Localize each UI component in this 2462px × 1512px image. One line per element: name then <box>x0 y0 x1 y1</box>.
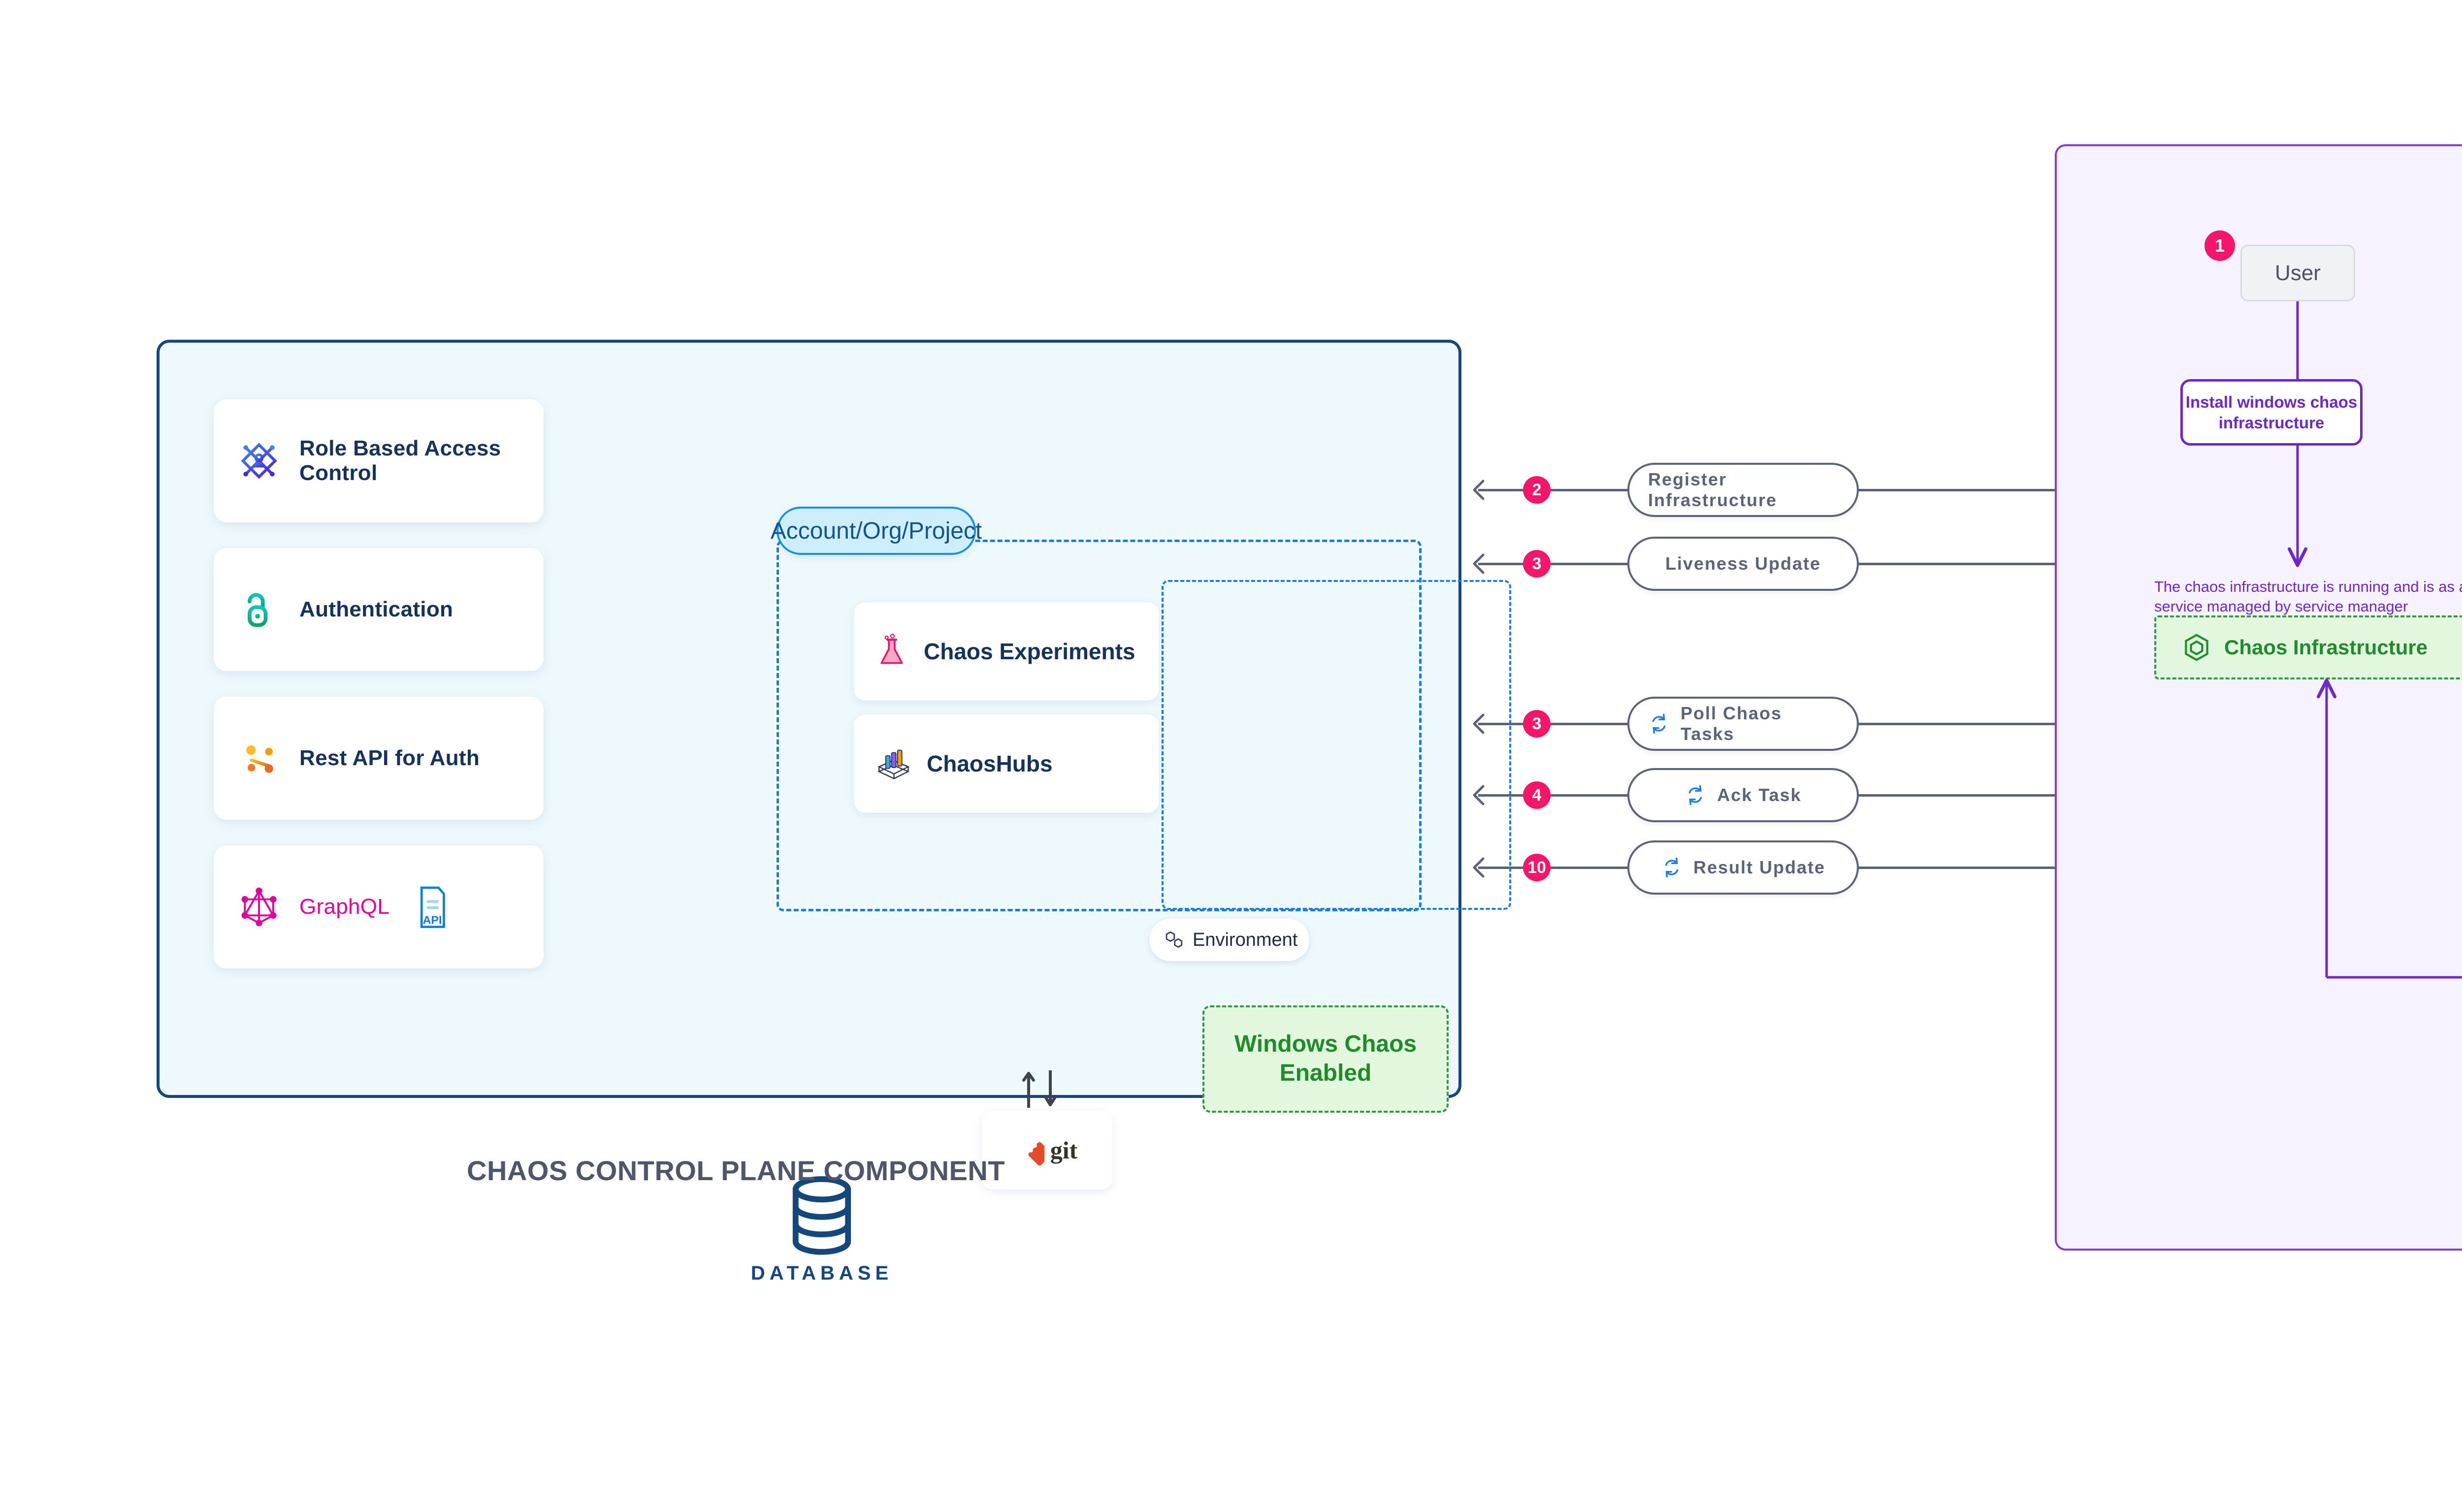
user-label: User <box>2275 260 2321 285</box>
rbac-icon <box>235 437 283 484</box>
connector-label: Result Update <box>1693 857 1826 877</box>
connector-row-register-infrastructure: 2 Register Infrastructure <box>1472 463 2058 517</box>
connector-pill-ack-task[interactable]: Ack Task <box>1627 768 1859 822</box>
control-plane-title: CHAOS CONTROL PLANE COMPONENT <box>467 1155 1005 1186</box>
feature-card-label: Rest API for Auth <box>299 746 480 770</box>
api-doc-icon: API <box>413 883 452 931</box>
git-card[interactable]: git <box>982 1111 1112 1190</box>
connector-pill-register-infrastructure[interactable]: Register Infrastructure <box>1627 463 1859 517</box>
environment-label: Environment <box>1193 929 1298 950</box>
chaos-infrastructure-node[interactable]: Chaos Infrastructure <box>2154 615 2462 679</box>
arrow-left-icon <box>1473 713 1485 734</box>
inner-card-label: Chaos Experiments <box>924 639 1135 664</box>
arrow-left-icon <box>1473 553 1485 574</box>
database-icon <box>785 1175 859 1258</box>
step-badge: 4 <box>1523 781 1551 809</box>
sync-icon <box>1661 857 1683 878</box>
git-icon <box>1017 1126 1044 1174</box>
step-badge: 3 <box>1523 550 1551 578</box>
account-org-project-container <box>777 540 1422 911</box>
step-badge-user: 1 <box>2204 230 2235 261</box>
chaos-execution-plane-panel <box>2055 144 2462 1251</box>
feature-card-label: Authentication <box>299 597 454 621</box>
account-org-project-label: Account/Org/Project <box>770 517 982 544</box>
graphql-icon <box>235 883 283 931</box>
feature-card-graphql[interactable]: GraphQL API <box>214 845 544 968</box>
lock-icon <box>235 586 283 633</box>
connector-row-ack-task: 4 Ack Task <box>1472 768 2058 822</box>
inner-card-label: ChaosHubs <box>927 751 1053 776</box>
install-label: Install windows chaos infrastructure <box>2185 393 2358 432</box>
environment-hex-icon <box>1163 916 1185 964</box>
database-label: DATABASE <box>750 1262 893 1284</box>
arrow-left-icon <box>1473 480 1485 500</box>
rest-api-icon <box>235 735 283 782</box>
hexagon-icon <box>2182 633 2211 662</box>
connector-label: Liveness Update <box>1665 553 1821 574</box>
environment-pill[interactable]: Environment <box>1149 919 1309 961</box>
note-chaos-infrastructure-running: The chaos infrastructure is running and … <box>2154 578 2462 615</box>
sync-icon <box>1685 784 1706 806</box>
connector-row-result-update: 10 Result Update <box>1472 840 2058 895</box>
database-group: DATABASE <box>741 1175 903 1285</box>
arrow-left-icon <box>1473 785 1485 805</box>
environment-container <box>1162 580 1511 910</box>
connector-pill-poll-chaos-tasks[interactable]: Poll Chaos Tasks <box>1627 697 1859 751</box>
windows-chaos-status-badge: Windows Chaos Enabled <box>1202 1005 1449 1113</box>
user-node[interactable]: User <box>2240 245 2355 301</box>
graphql-label: GraphQL <box>299 895 390 919</box>
inner-card-chaos-experiments[interactable]: Chaos Experiments <box>854 602 1159 701</box>
connector-row-liveness-update: 3 Liveness Update <box>1472 537 2058 591</box>
connector-pill-liveness-update[interactable]: Liveness Update <box>1627 537 1859 591</box>
account-org-project-pill[interactable]: Account/Org/Project <box>771 507 982 555</box>
feature-card-rbac[interactable]: Role Based Access Control <box>214 399 544 522</box>
flask-icon <box>874 628 910 675</box>
chaos-control-plane-panel: Role Based Access Control Authentication <box>157 340 1511 1284</box>
step-badge: 3 <box>1523 710 1551 738</box>
windows-chaos-status-label: Windows Chaos Enabled <box>1234 1031 1417 1086</box>
install-windows-chaos-infrastructure-node[interactable]: Install windows chaos infrastructure <box>2180 379 2363 446</box>
svg-text:API: API <box>423 913 442 926</box>
test-tube-rack-icon <box>874 740 913 787</box>
step-badge: 10 <box>1523 854 1551 881</box>
connector-label: Ack Task <box>1717 785 1802 805</box>
git-sync-arrows-icon <box>1022 1070 1057 1108</box>
feature-card-label: Role Based Access Control <box>299 436 501 485</box>
feature-card-authentication[interactable]: Authentication <box>214 548 544 671</box>
connector-pill-result-update[interactable]: Result Update <box>1627 840 1859 895</box>
arrow-left-icon <box>1473 857 1485 878</box>
chaos-infrastructure-label: Chaos Infrastructure <box>2224 636 2428 659</box>
connector-label: Register Infrastructure <box>1648 469 1778 510</box>
sync-icon <box>1648 713 1670 735</box>
feature-card-rest-api[interactable]: Rest API for Auth <box>214 697 544 820</box>
connector-row-poll-chaos-tasks: 3 Poll Chaos Tasks <box>1472 697 2058 751</box>
step-badge: 2 <box>1523 476 1551 504</box>
inner-card-chaoshubs[interactable]: ChaosHubs <box>854 714 1159 813</box>
connector-label: Poll Chaos Tasks <box>1681 703 1782 744</box>
git-label: git <box>1050 1136 1078 1164</box>
